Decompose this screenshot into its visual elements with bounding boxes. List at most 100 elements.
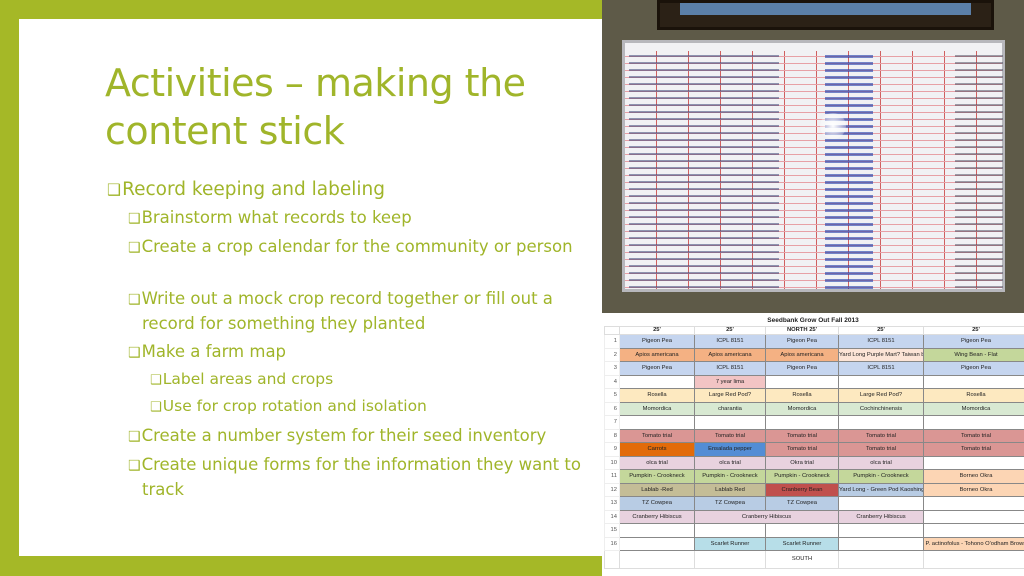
bullet-text: Create unique forms for the information … bbox=[141, 455, 581, 499]
table-cell: Cranberry Hibiscus bbox=[619, 509, 695, 524]
table-cell: Pumpkin - Crookneck bbox=[619, 469, 695, 484]
table-cell bbox=[838, 496, 924, 511]
table-cell: Scarlet Runner bbox=[694, 536, 766, 551]
table-cell: Pigeon Pea bbox=[765, 334, 839, 349]
checkbox-bullet-icon: ❑ bbox=[150, 373, 162, 388]
table-cell: ICPL 8151 bbox=[694, 361, 766, 376]
table-cell: ICPL 8151 bbox=[838, 361, 924, 376]
table-cell: Okra trial bbox=[765, 455, 839, 470]
table-cell: Cochinchinensis bbox=[838, 401, 924, 416]
table-cell: ICPL 8151 bbox=[694, 334, 766, 349]
row-number: 3 bbox=[604, 361, 620, 376]
table-cell bbox=[838, 374, 924, 389]
bullet-item: ❑Make a farm map bbox=[128, 340, 598, 365]
table-cell: Apios americana bbox=[765, 347, 839, 362]
table-cell bbox=[923, 415, 1024, 430]
table-cell bbox=[765, 415, 839, 430]
header-row: 25'25'NORTH 25'25'25' bbox=[604, 326, 1024, 335]
table-cell: Momordica bbox=[923, 401, 1024, 416]
row-number: 1 bbox=[604, 334, 620, 349]
table-cell bbox=[765, 523, 839, 538]
table-cell bbox=[838, 523, 924, 538]
table-cell: Apios americana bbox=[694, 347, 766, 362]
table-cell: TZ Cowpea bbox=[765, 496, 839, 511]
table-cell bbox=[923, 550, 1024, 569]
table-cell: olca trial bbox=[694, 455, 766, 470]
table-cell bbox=[838, 550, 924, 569]
table-cell bbox=[619, 523, 695, 538]
row-number bbox=[604, 326, 620, 335]
row-number: 15 bbox=[604, 523, 620, 538]
table-cell: Carrots bbox=[619, 442, 695, 457]
table-row: 15 bbox=[604, 523, 1024, 538]
picture-frame bbox=[657, 0, 994, 30]
row-number: 5 bbox=[604, 388, 620, 403]
footer-row: SOUTH bbox=[604, 550, 1024, 569]
row-number: 16 bbox=[604, 536, 620, 551]
bullet-text: Create a number system for their seed in… bbox=[141, 426, 547, 445]
checkbox-bullet-icon: ❑ bbox=[128, 292, 141, 308]
table-cell: Rosella bbox=[619, 388, 695, 403]
table-cell: olca trial bbox=[619, 455, 695, 470]
table-cell bbox=[694, 415, 766, 430]
table-cell: Yard Long - Green Pod Kaoshing bbox=[838, 482, 924, 497]
row-number: 14 bbox=[604, 509, 620, 524]
column-header: 25' bbox=[694, 326, 766, 335]
row-number: 8 bbox=[604, 428, 620, 443]
table-cell: Pumpkin - Crookneck bbox=[838, 469, 924, 484]
column-header: NORTH 25' bbox=[765, 326, 839, 335]
table-cell bbox=[694, 523, 766, 538]
bullet-text: Make a farm map bbox=[141, 342, 287, 361]
bullet-item: ❑Create a crop calendar for the communit… bbox=[128, 235, 598, 260]
bullet-text: Brainstorm what records to keep bbox=[141, 208, 412, 227]
table-cell: Pigeon Pea bbox=[923, 361, 1024, 376]
checkbox-bullet-icon: ❑ bbox=[128, 211, 141, 227]
table-cell bbox=[923, 455, 1024, 470]
table-cell: Tomato trial bbox=[923, 428, 1024, 443]
table-cell: Tomato trial bbox=[923, 442, 1024, 457]
checkbox-bullet-icon: ❑ bbox=[128, 458, 141, 474]
table-cell: Lablab -Red bbox=[619, 482, 695, 497]
row-number: 13 bbox=[604, 496, 620, 511]
column-header: 25' bbox=[923, 326, 1024, 335]
table-cell: Tomato trial bbox=[838, 428, 924, 443]
table-cell: Ensalada pepper bbox=[694, 442, 766, 457]
slide-title: Activities – making the content stick bbox=[105, 61, 526, 153]
table-cell bbox=[619, 550, 695, 569]
table-cell bbox=[838, 415, 924, 430]
row-number: 6 bbox=[604, 401, 620, 416]
table-cell bbox=[923, 523, 1024, 538]
checkbox-bullet-icon: ❑ bbox=[107, 180, 122, 199]
bullet-item: ❑Write out a mock crop record together o… bbox=[128, 287, 598, 335]
table-cell bbox=[923, 374, 1024, 389]
south-label: SOUTH bbox=[765, 550, 839, 569]
table-cell: Cranberry Bean bbox=[765, 482, 839, 497]
table-cell: Scarlet Runner bbox=[765, 536, 839, 551]
table-cell: Borneo Okra bbox=[923, 482, 1024, 497]
grow-out-spreadsheet: Seedbank Grow Out Fall 2013 25'25'NORTH … bbox=[602, 313, 1024, 576]
bullet-text: Create a crop calendar for the community… bbox=[141, 237, 573, 256]
table-cell: Tomato trial bbox=[765, 442, 839, 457]
table-cell bbox=[765, 374, 839, 389]
table-cell: Lablab Red bbox=[694, 482, 766, 497]
row-number: 9 bbox=[604, 442, 620, 457]
bullet-text: Use for crop rotation and isolation bbox=[162, 397, 427, 415]
table-cell: Pigeon Pea bbox=[765, 361, 839, 376]
table-cell: Rosella bbox=[923, 388, 1024, 403]
row-number: 12 bbox=[604, 482, 620, 497]
table-cell: Pigeon Pea bbox=[923, 334, 1024, 349]
table-cell: Cranberry Hibiscus bbox=[694, 509, 839, 524]
bullet-item: ❑Create a number system for their seed i… bbox=[128, 424, 598, 449]
table-cell: Rosella bbox=[765, 388, 839, 403]
bullet-item: ❑Label areas and crops bbox=[150, 368, 333, 392]
